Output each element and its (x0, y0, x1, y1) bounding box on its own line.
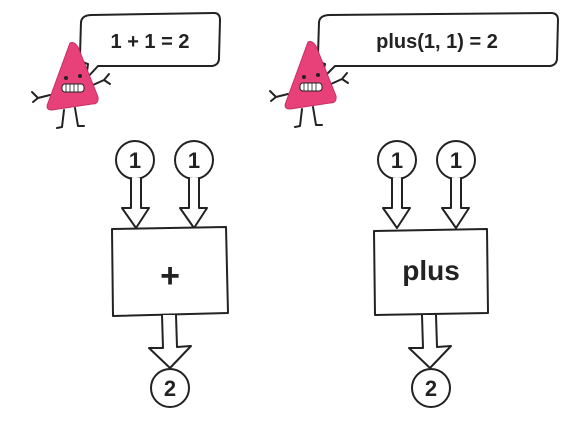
right-speech-text: plus(1, 1) = 2 (376, 31, 498, 53)
right-output-label: 2 (425, 376, 437, 401)
left-output-arrow (148, 314, 192, 369)
left-output-label: 2 (164, 376, 176, 401)
right-speech-bubble: plus(1, 1) = 2 (317, 12, 559, 80)
right-operator-label: plus (402, 255, 460, 286)
right-arrow-a (382, 177, 411, 229)
left-speech-text: 1 + 1 = 2 (111, 31, 190, 53)
left-input-a: 1 (115, 140, 155, 180)
left-operator-label: + (160, 257, 180, 295)
right-operator-box: plus (373, 228, 489, 316)
left-arrow-b (179, 177, 208, 229)
right-arrow-b (441, 177, 470, 229)
right-panel: plus(1, 1) = 2 1 1 (269, 12, 559, 408)
left-input-b-label: 1 (188, 148, 200, 173)
right-input-a-label: 1 (391, 148, 403, 173)
right-input-b-label: 1 (450, 148, 462, 173)
right-output: 2 (411, 368, 451, 408)
left-panel: 1 + 1 = 2 1 1 (31, 12, 229, 408)
left-arrow-a (121, 177, 150, 229)
left-operator-box: + (111, 226, 229, 317)
right-output-arrow (408, 314, 452, 369)
left-input-b: 1 (174, 140, 214, 180)
left-output: 2 (150, 368, 190, 408)
left-mascot-icon (31, 42, 111, 129)
right-input-b: 1 (436, 140, 476, 180)
right-input-a: 1 (377, 140, 417, 180)
right-mascot-icon (269, 41, 349, 128)
left-input-a-label: 1 (129, 148, 141, 173)
left-speech-bubble: 1 + 1 = 2 (79, 12, 221, 80)
